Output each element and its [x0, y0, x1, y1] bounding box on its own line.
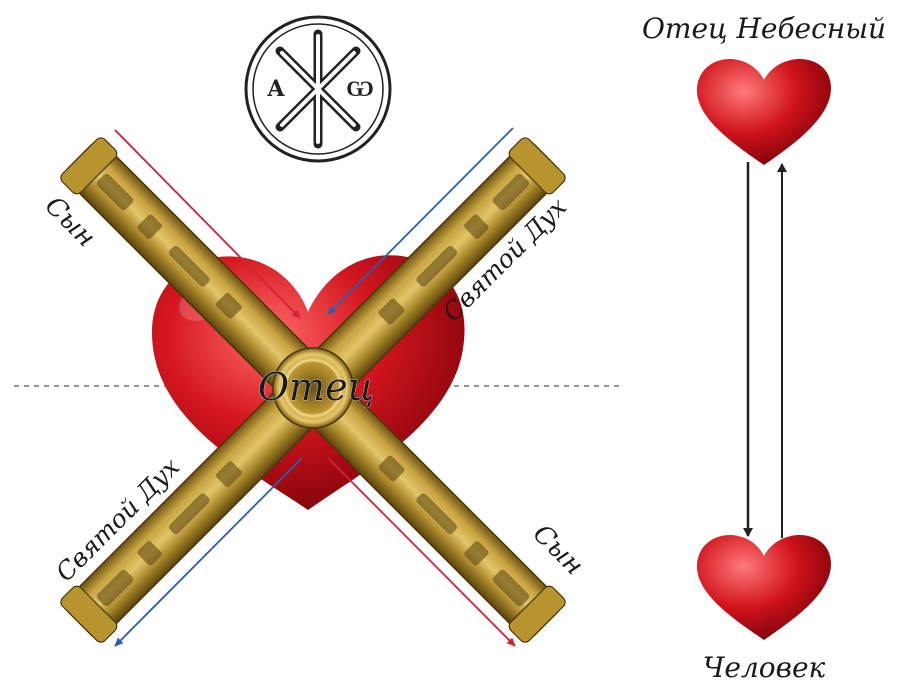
emblem-alpha-letter: А [267, 76, 285, 102]
son-label-bottom: Сын [527, 519, 589, 581]
human-label: Человек [703, 651, 826, 684]
heavenly-father-label: Отец Небесный [642, 12, 886, 45]
human-heart [697, 535, 831, 640]
emblem-omega-letter: Ѡ [346, 76, 374, 102]
center-label-father: Отец [258, 365, 374, 409]
chi-rho-emblem: А Ѡ [246, 17, 390, 161]
heavenly-father-heart [697, 59, 831, 165]
